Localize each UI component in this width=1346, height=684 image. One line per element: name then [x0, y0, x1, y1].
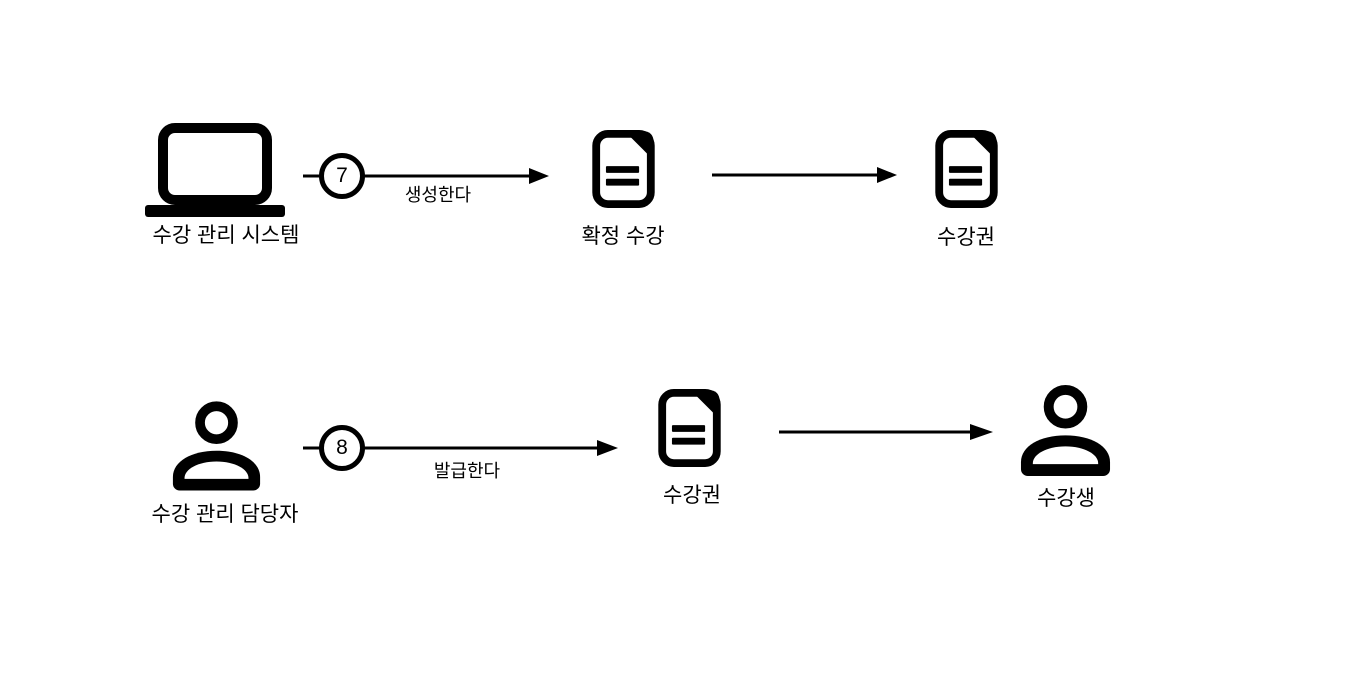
person-icon	[1018, 380, 1113, 477]
step-badge: 8	[319, 425, 365, 471]
document-icon	[658, 389, 721, 467]
document-icon	[935, 130, 998, 208]
row1-action-label: 생성한다	[404, 185, 472, 205]
row1-result-arrow	[712, 167, 897, 183]
row1-source-label: 수강 관리 시스템	[152, 224, 300, 247]
row2-result-label: 수강생	[1037, 487, 1095, 510]
laptop-icon	[145, 122, 285, 217]
document-icon	[592, 130, 655, 208]
row2-source-label: 수강 관리 담당자	[151, 503, 299, 526]
person-icon	[170, 396, 263, 492]
row2-result-arrow	[779, 424, 993, 440]
row2-object-label: 수강권	[663, 484, 721, 507]
row1-result-label: 수강권	[937, 226, 995, 249]
step-number: 8	[336, 436, 348, 459]
step-number: 7	[336, 164, 348, 187]
row2-action-label: 발급한다	[433, 461, 501, 481]
step-badge: 7	[319, 153, 365, 199]
row1-object-label: 확정 수강	[581, 225, 665, 248]
